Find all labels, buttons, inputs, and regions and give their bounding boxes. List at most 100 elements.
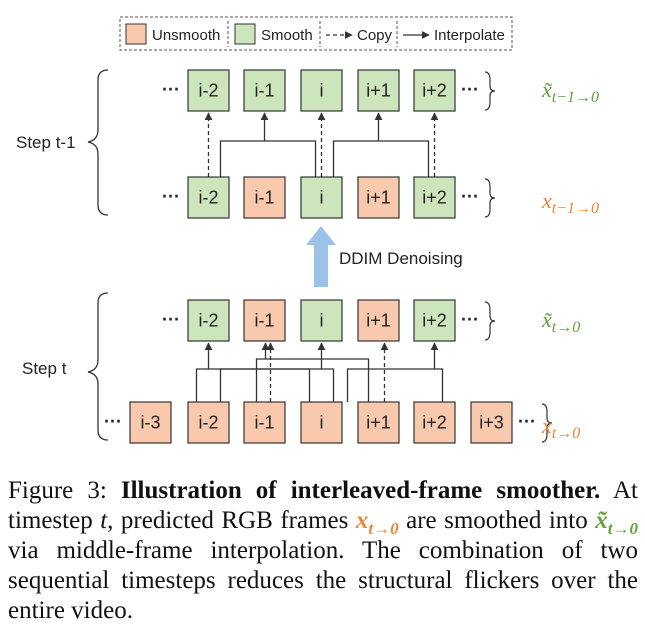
legend-smooth-label: Smooth (261, 27, 313, 44)
frame-box-smooth (187, 299, 230, 342)
frame-label: i+2 (422, 311, 447, 331)
frame-box-unsmooth (243, 401, 286, 444)
row-brace (484, 71, 496, 111)
frame-label: i (320, 311, 324, 331)
row-prev-bottom: i-2 i-1 i i+1 i+2 ··· ··· (162, 176, 496, 219)
ellipsis-left: ··· (162, 187, 180, 207)
connectors (195, 112, 444, 402)
interpolate-connector (219, 140, 317, 177)
frame-box-smooth (300, 176, 343, 219)
caption-t: t (100, 507, 108, 534)
legend-copy-label: Copy (357, 27, 393, 44)
caption-x-orange-base: x (355, 507, 369, 534)
frame-box-smooth (187, 176, 230, 219)
row-brace (484, 301, 496, 341)
frame-box-smooth (413, 299, 456, 342)
frame-box-unsmooth (129, 401, 172, 444)
frame-label: i-2 (198, 413, 218, 433)
caption-x-orange-sub: t→0 (368, 519, 399, 538)
frame-label: i+1 (366, 413, 391, 433)
frame-label: i (320, 413, 324, 433)
caption-part1: At timestep (8, 477, 638, 534)
ellipsis-left: ··· (104, 412, 122, 432)
frame-box-smooth (300, 299, 343, 342)
step-curr-bracket (87, 292, 109, 441)
row-variable-row-curr-bottom: xt→0 (541, 413, 580, 442)
caption-part4: via middle-frame interpolation. The comb… (8, 537, 638, 624)
caption-x-orange: xt→0 (355, 507, 399, 537)
row-variable-row-prev-top: x̃t−1→0 (541, 77, 599, 106)
frame-box-unsmooth (357, 176, 400, 219)
frame-box-smooth (357, 69, 400, 112)
legend-unsmooth-label: Unsmooth (152, 27, 220, 44)
ellipsis-left: ··· (162, 310, 180, 330)
ddim-label: DDIM Denoising (339, 249, 463, 268)
ellipsis-right: ··· (461, 80, 479, 100)
frame-box-unsmooth (470, 401, 513, 444)
row-variable-row-prev-bottom: xt−1→0 (541, 188, 599, 217)
legend: Unsmooth Smooth Copy Interpolate (119, 16, 513, 51)
row-variable-row-curr-top: x̃t→0 (541, 307, 580, 336)
frame-label: i+2 (422, 413, 447, 433)
caption-x-green: x̃t→0 (595, 507, 638, 537)
frame-label: i-1 (254, 311, 274, 331)
frame-box-unsmooth (243, 176, 286, 219)
caption-part2: , predicted RGB frames (107, 507, 356, 534)
interpolate-connector (219, 368, 335, 402)
ellipsis-left: ··· (162, 80, 180, 100)
row-curr-bottom: i-3 i-2 i-1 i i+1 i+2 i+3 ··· ··· (104, 401, 553, 444)
frame-box-unsmooth (357, 401, 400, 444)
interpolate-connector (195, 368, 311, 402)
row-brace (484, 178, 496, 218)
frame-box-smooth (300, 69, 343, 112)
frame-box-smooth (413, 176, 456, 219)
frame-label: i-2 (198, 311, 218, 331)
legend-border (119, 16, 513, 51)
frame-label: i (320, 188, 324, 208)
ddim-arrow (306, 226, 336, 287)
frame-box-unsmooth (187, 401, 230, 444)
frame-box-smooth (413, 69, 456, 112)
frame-label: i (320, 81, 324, 101)
row-curr-top: i-2 i-1 i i+1 i+2 ··· ··· (162, 299, 496, 342)
caption-x-green-sub: t→0 (607, 519, 638, 538)
ellipsis-right: ··· (518, 412, 536, 432)
frame-box-unsmooth (243, 299, 286, 342)
ddim-arrow-shaft (314, 243, 328, 287)
frame-label: i-2 (198, 81, 218, 101)
interpolate-connector (255, 358, 370, 402)
row-brace (541, 403, 553, 443)
row-variable-labels: x̃t−1→0 xt−1→0 x̃t→0 xt→0 (541, 77, 599, 442)
ellipsis-right: ··· (461, 187, 479, 207)
step-prev-label: Step t-1 (16, 133, 76, 152)
frame-label: i+1 (366, 311, 391, 331)
frame-box-smooth (243, 69, 286, 112)
frame-label: i-2 (198, 188, 218, 208)
frame-label: i+2 (422, 188, 447, 208)
frame-label: i-1 (254, 188, 274, 208)
frame-box-unsmooth (300, 401, 343, 444)
frame-label: i+3 (479, 413, 504, 433)
step-curr-label: Step t (22, 359, 67, 378)
legend-smooth-swatch (234, 23, 256, 45)
caption-prefix: Figure 3: (8, 477, 121, 504)
frame-label: i+2 (422, 81, 447, 101)
frame-box-unsmooth (357, 299, 400, 342)
frame-label: i-1 (254, 81, 274, 101)
frame-label: i+1 (366, 188, 391, 208)
frame-label: i+1 (366, 81, 391, 101)
ellipsis-right: ··· (461, 310, 479, 330)
step-prev-bracket (87, 69, 109, 216)
frame-label: i-3 (140, 413, 160, 433)
ddim-arrow-head (306, 226, 336, 245)
caption-x-green-base: x̃ (595, 507, 608, 534)
interpolate-connector (332, 140, 430, 177)
legend-interpolate-label: Interpolate (434, 27, 505, 44)
frame-box-unsmooth (413, 401, 456, 444)
frame-box-smooth (187, 69, 230, 112)
row-prev-top: i-2 i-1 i i+1 i+2 ··· ··· (162, 69, 496, 112)
frame-label: i-1 (254, 413, 274, 433)
caption-title: Illustration of interleaved-frame smooth… (120, 477, 601, 504)
